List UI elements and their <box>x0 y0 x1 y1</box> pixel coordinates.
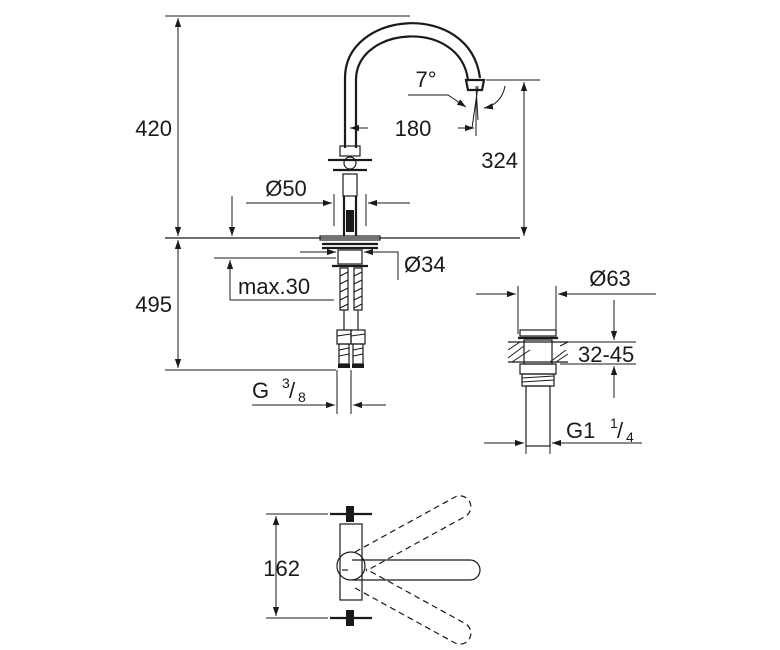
label-420: 420 <box>135 116 172 141</box>
label-thread-den: 8 <box>298 389 306 405</box>
label-495: 495 <box>135 292 172 317</box>
dim-162: 162 <box>263 513 328 619</box>
dim-diam-34: Ø34 <box>300 248 446 280</box>
label-drain-thread-g1: G1 <box>566 418 595 443</box>
label-diam-50: Ø50 <box>265 176 307 201</box>
label-32-45: 32-45 <box>578 342 634 367</box>
dim-495: 495 <box>135 240 336 371</box>
supply-hoses <box>336 267 366 368</box>
dim-7deg: 7° <box>408 67 506 129</box>
label-drain-thread-num: 1 <box>610 415 618 431</box>
dim-thread-3-8: G 3 / 8 <box>252 370 386 414</box>
dim-diam-63: Ø63 <box>476 266 656 334</box>
label-diam-63: Ø63 <box>589 266 631 291</box>
dim-420: 420 <box>135 15 410 236</box>
dim-thread-1-1-4: G1 1 / 4 <box>484 415 642 454</box>
label-thread-slash: / <box>289 378 296 403</box>
faucet-top-view <box>330 495 481 645</box>
label-drain-thread-slash: / <box>617 418 624 443</box>
label-thread-num: 3 <box>282 375 290 391</box>
drain-assembly <box>507 329 569 447</box>
label-180: 180 <box>395 116 432 141</box>
label-max30: max.30 <box>238 274 310 299</box>
label-diam-34: Ø34 <box>404 252 446 277</box>
label-thread-g: G <box>252 378 269 403</box>
dim-32-45: 32-45 <box>560 300 636 398</box>
label-drain-thread-den: 4 <box>626 429 634 445</box>
faucet-front-view <box>165 22 520 368</box>
label-7deg: 7° <box>415 67 436 92</box>
label-162: 162 <box>263 556 300 581</box>
dim-324: 324 <box>481 79 540 236</box>
dim-max30: max.30 <box>214 196 336 301</box>
dim-diam-50: Ø50 <box>246 176 410 226</box>
dim-180: 180 <box>350 100 477 141</box>
label-324: 324 <box>481 148 518 173</box>
